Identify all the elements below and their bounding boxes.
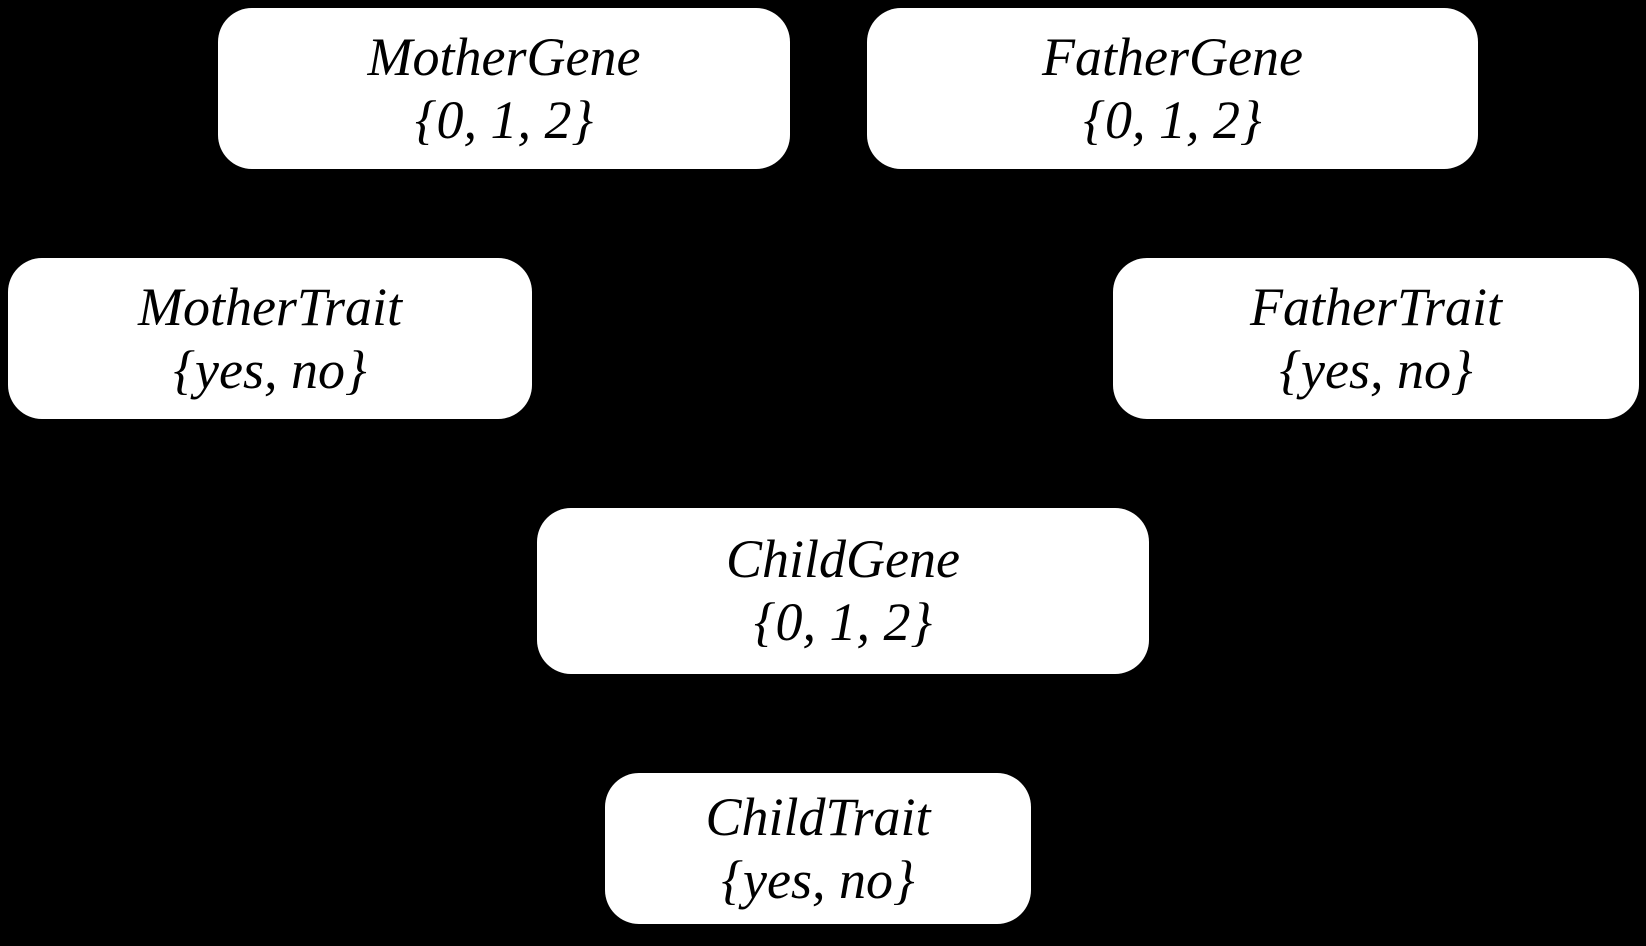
node-label-name: MotherTrait	[137, 276, 403, 337]
node-label-domain: {yes, no}	[173, 339, 367, 400]
node-label-domain: {0, 1, 2}	[753, 592, 933, 652]
node-mother-trait[interactable]: MotherTrait {yes, no}	[8, 258, 532, 419]
node-child-trait[interactable]: ChildTrait {yes, no}	[605, 773, 1031, 924]
node-label-name: MotherGene	[367, 26, 641, 87]
node-father-gene[interactable]: FatherGene {0, 1, 2}	[867, 8, 1478, 169]
node-label-domain: {yes, no}	[1279, 339, 1473, 400]
node-label-domain: {yes, no}	[721, 849, 915, 910]
node-label-domain: {0, 1, 2}	[1083, 89, 1262, 150]
node-label-name: FatherGene	[1042, 26, 1303, 87]
node-label-domain: {0, 1, 2}	[414, 89, 594, 150]
node-label-name: FatherTrait	[1249, 276, 1503, 337]
node-father-trait[interactable]: FatherTrait {yes, no}	[1113, 258, 1639, 419]
node-mother-gene[interactable]: MotherGene {0, 1, 2}	[218, 8, 790, 169]
node-child-gene[interactable]: ChildGene {0, 1, 2}	[537, 508, 1149, 674]
node-label-name: ChildGene	[726, 529, 960, 590]
node-label-name: ChildTrait	[705, 786, 931, 847]
